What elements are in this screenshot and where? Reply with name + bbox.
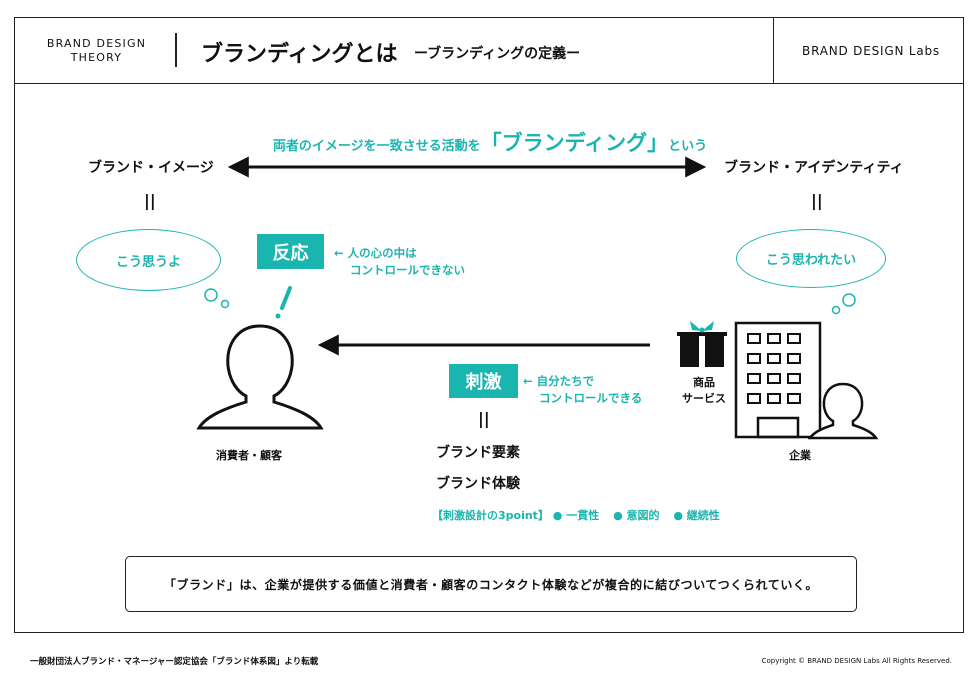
page-title: ブランディングとは [201, 42, 398, 67]
stimulus-points: 【刺激設計の3point】 ● 一貫性 ● 意図的 ● 継続性 [432, 509, 720, 522]
header-separator-right [773, 17, 774, 83]
thought-dot [842, 293, 856, 307]
branding-caption: 両者のイメージを一致させる活動を「ブランディング」という [272, 131, 708, 155]
summary-box: 「ブランド」は、企業が提供する価値と消費者・顧客のコンタクト体験などが複合的に結… [125, 556, 857, 612]
gift-icon [677, 321, 727, 367]
equal-sign-left: || [144, 191, 156, 210]
company-thought-bubble: こう思われたい [736, 229, 886, 288]
company-person-icon [807, 382, 879, 440]
reaction-note: ← 人の心の中は コントロールできない [334, 246, 465, 277]
equal-sign-stimulus: || [478, 409, 490, 428]
thought-dot [831, 305, 841, 315]
brand-element-label: ブランド要素 [436, 445, 520, 461]
copyright: Copyright © BRAND DESIGN Labs All Rights… [761, 657, 952, 665]
brand-logo-text: BRAND DESIGN Labs [802, 44, 940, 58]
company-label: 企業 [789, 449, 811, 462]
brand-identity-label: ブランド・アイデンティティ [724, 160, 904, 176]
thought-dot [204, 288, 218, 302]
page-frame [14, 17, 964, 633]
stimulus-tag: 刺激 [449, 364, 518, 398]
header-divider [14, 83, 964, 84]
building-icon [734, 321, 822, 439]
product-service-label: 商品 サービス [682, 376, 726, 405]
consumer-thought-bubble: こう思うよ [76, 229, 221, 291]
header-separator [175, 33, 177, 67]
consumer-label: 消費者・顧客 [216, 449, 282, 462]
reaction-tag: 反応 [257, 234, 324, 269]
brand-image-label: ブランド・イメージ [88, 160, 214, 176]
consumer-person-icon [196, 324, 324, 430]
page-subtitle: ーブランディングの定義ー [414, 46, 581, 62]
exclamation-icon [275, 286, 292, 319]
thought-dot [220, 299, 230, 309]
source-credit: 一般財団法人ブランド・マネージャー認定協会「ブランド体系図」より転載 [30, 657, 319, 667]
brand-experience-label: ブランド体験 [436, 476, 520, 492]
stimulus-note: ← 自分たちで コントロールできる [523, 374, 643, 405]
series-label: BRAND DESIGN THEORY [46, 37, 147, 64]
equal-sign-right: || [811, 191, 823, 210]
